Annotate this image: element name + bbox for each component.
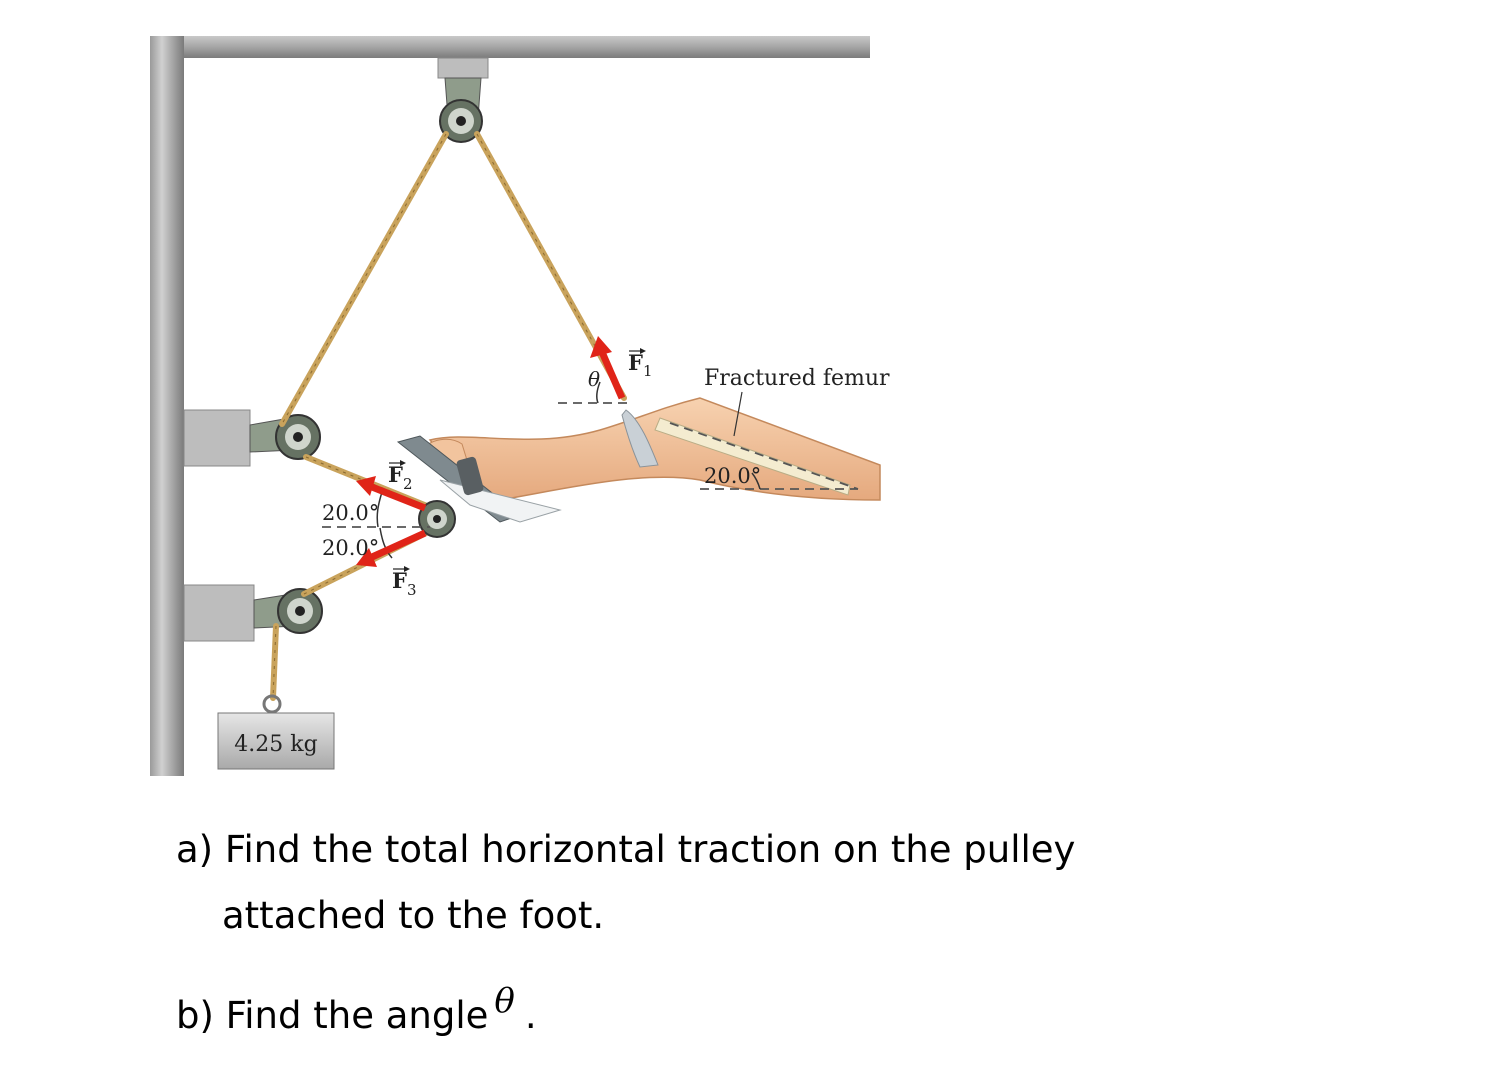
reference-lines xyxy=(322,402,859,528)
svg-text:3: 3 xyxy=(407,581,417,599)
femur-label: Fractured femur xyxy=(704,366,890,391)
vertical-post xyxy=(150,36,184,776)
top-pulley xyxy=(437,57,489,143)
mass-label: 4.25 kg xyxy=(234,732,317,757)
svg-text:F: F xyxy=(388,462,403,487)
f2-label: F 2 xyxy=(388,460,413,493)
question-a-line1: a) Find the total horizontal traction on… xyxy=(176,828,1076,871)
f2-arrow xyxy=(370,483,427,512)
upper-side-pulley xyxy=(183,409,321,467)
force-arrows xyxy=(356,336,626,567)
angle-arcs xyxy=(376,381,761,559)
lower-side-pulley xyxy=(183,584,323,642)
svg-text:F: F xyxy=(628,350,643,375)
question-b-period: . xyxy=(524,994,537,1037)
mass-block xyxy=(217,712,335,770)
svg-text:1: 1 xyxy=(643,362,653,380)
mass-hook xyxy=(262,694,282,714)
f1-label: F 1 xyxy=(628,348,653,380)
f3-label: F 3 xyxy=(392,566,417,599)
theta-label: θ xyxy=(588,367,600,391)
angle-leg-label: 20.0° xyxy=(704,464,761,488)
f3-arrow xyxy=(370,529,427,561)
leg xyxy=(396,397,881,523)
svg-text:F: F xyxy=(392,568,407,593)
top-bar xyxy=(150,36,870,58)
f1-arrow xyxy=(598,350,626,400)
angle-lower-label: 20.0° xyxy=(322,536,379,560)
femur-pointer xyxy=(733,391,743,437)
foot-pulley xyxy=(418,500,456,538)
question-b-text: b) Find the angle xyxy=(176,994,489,1037)
question-a-line2: attached to the foot. xyxy=(222,894,605,937)
svg-text:2: 2 xyxy=(403,475,413,493)
question-b-theta: θ xyxy=(494,981,515,1021)
ropes xyxy=(270,131,627,701)
angle-upper-label: 20.0° xyxy=(322,501,379,525)
